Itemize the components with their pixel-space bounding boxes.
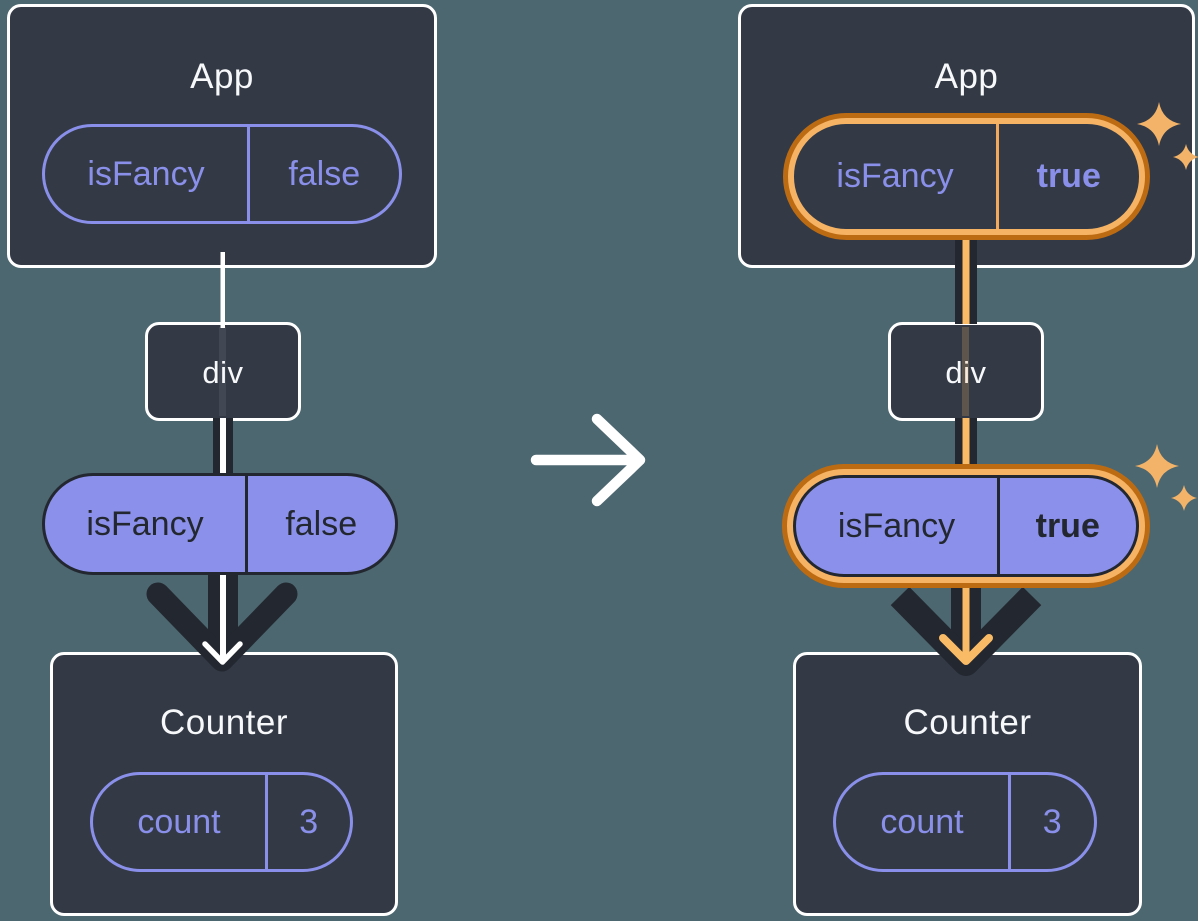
- prop-pill: isFancy false: [42, 473, 398, 575]
- pill-divider: [996, 124, 999, 229]
- panel-before: App div Counter isFancy false: [0, 0, 460, 921]
- state-pill: count 3: [833, 772, 1097, 872]
- pill-divider: [245, 476, 248, 572]
- state-value: false: [288, 154, 361, 193]
- component-title: Counter: [159, 703, 289, 742]
- counter-component-card: Counter: [50, 652, 398, 916]
- component-title: App: [934, 57, 999, 96]
- div-element-card: div: [145, 322, 301, 421]
- state-value: 3: [1042, 802, 1062, 841]
- highlighted-state-pill: isFancy true: [783, 113, 1150, 240]
- state-pill: count 3: [90, 772, 353, 872]
- transition-arrow-icon: [530, 413, 646, 507]
- pill-divider: [265, 775, 268, 869]
- state-value: 3: [299, 802, 319, 841]
- prop-arrow-core: [220, 573, 226, 658]
- prop-arrow-core: [962, 586, 970, 658]
- element-label: div: [945, 355, 987, 390]
- pill-divider: [997, 478, 1000, 574]
- prop-link-core: [220, 418, 226, 476]
- prop-value: false: [285, 504, 358, 543]
- element-label: div: [202, 355, 244, 390]
- prop-arrow-shaft: [951, 586, 981, 656]
- panel-after: App div Counter: [738, 0, 1198, 921]
- state-name: count: [137, 802, 221, 841]
- prop-link-dark: [955, 418, 977, 468]
- pill-divider: [1008, 775, 1011, 869]
- prop-link-dark: [213, 418, 233, 476]
- div-element-card: div: [888, 322, 1044, 421]
- state-name: isFancy: [836, 157, 954, 195]
- pill-divider: [247, 127, 250, 221]
- prop-arrow-shaft: [208, 573, 238, 653]
- state-pill: isFancy false: [42, 124, 402, 224]
- prop-link-core: [962, 418, 970, 468]
- state-value: true: [1036, 157, 1101, 195]
- component-title: App: [190, 57, 254, 96]
- prop-value: true: [1035, 506, 1100, 545]
- prop-arrowhead-outline: [146, 582, 298, 672]
- state-name: isFancy: [87, 154, 205, 193]
- component-title: Counter: [903, 703, 1032, 742]
- prop-name: isFancy: [837, 506, 956, 545]
- prop-name: isFancy: [86, 504, 204, 543]
- highlighted-prop-pill: isFancy true: [782, 464, 1150, 588]
- state-name: count: [880, 802, 964, 841]
